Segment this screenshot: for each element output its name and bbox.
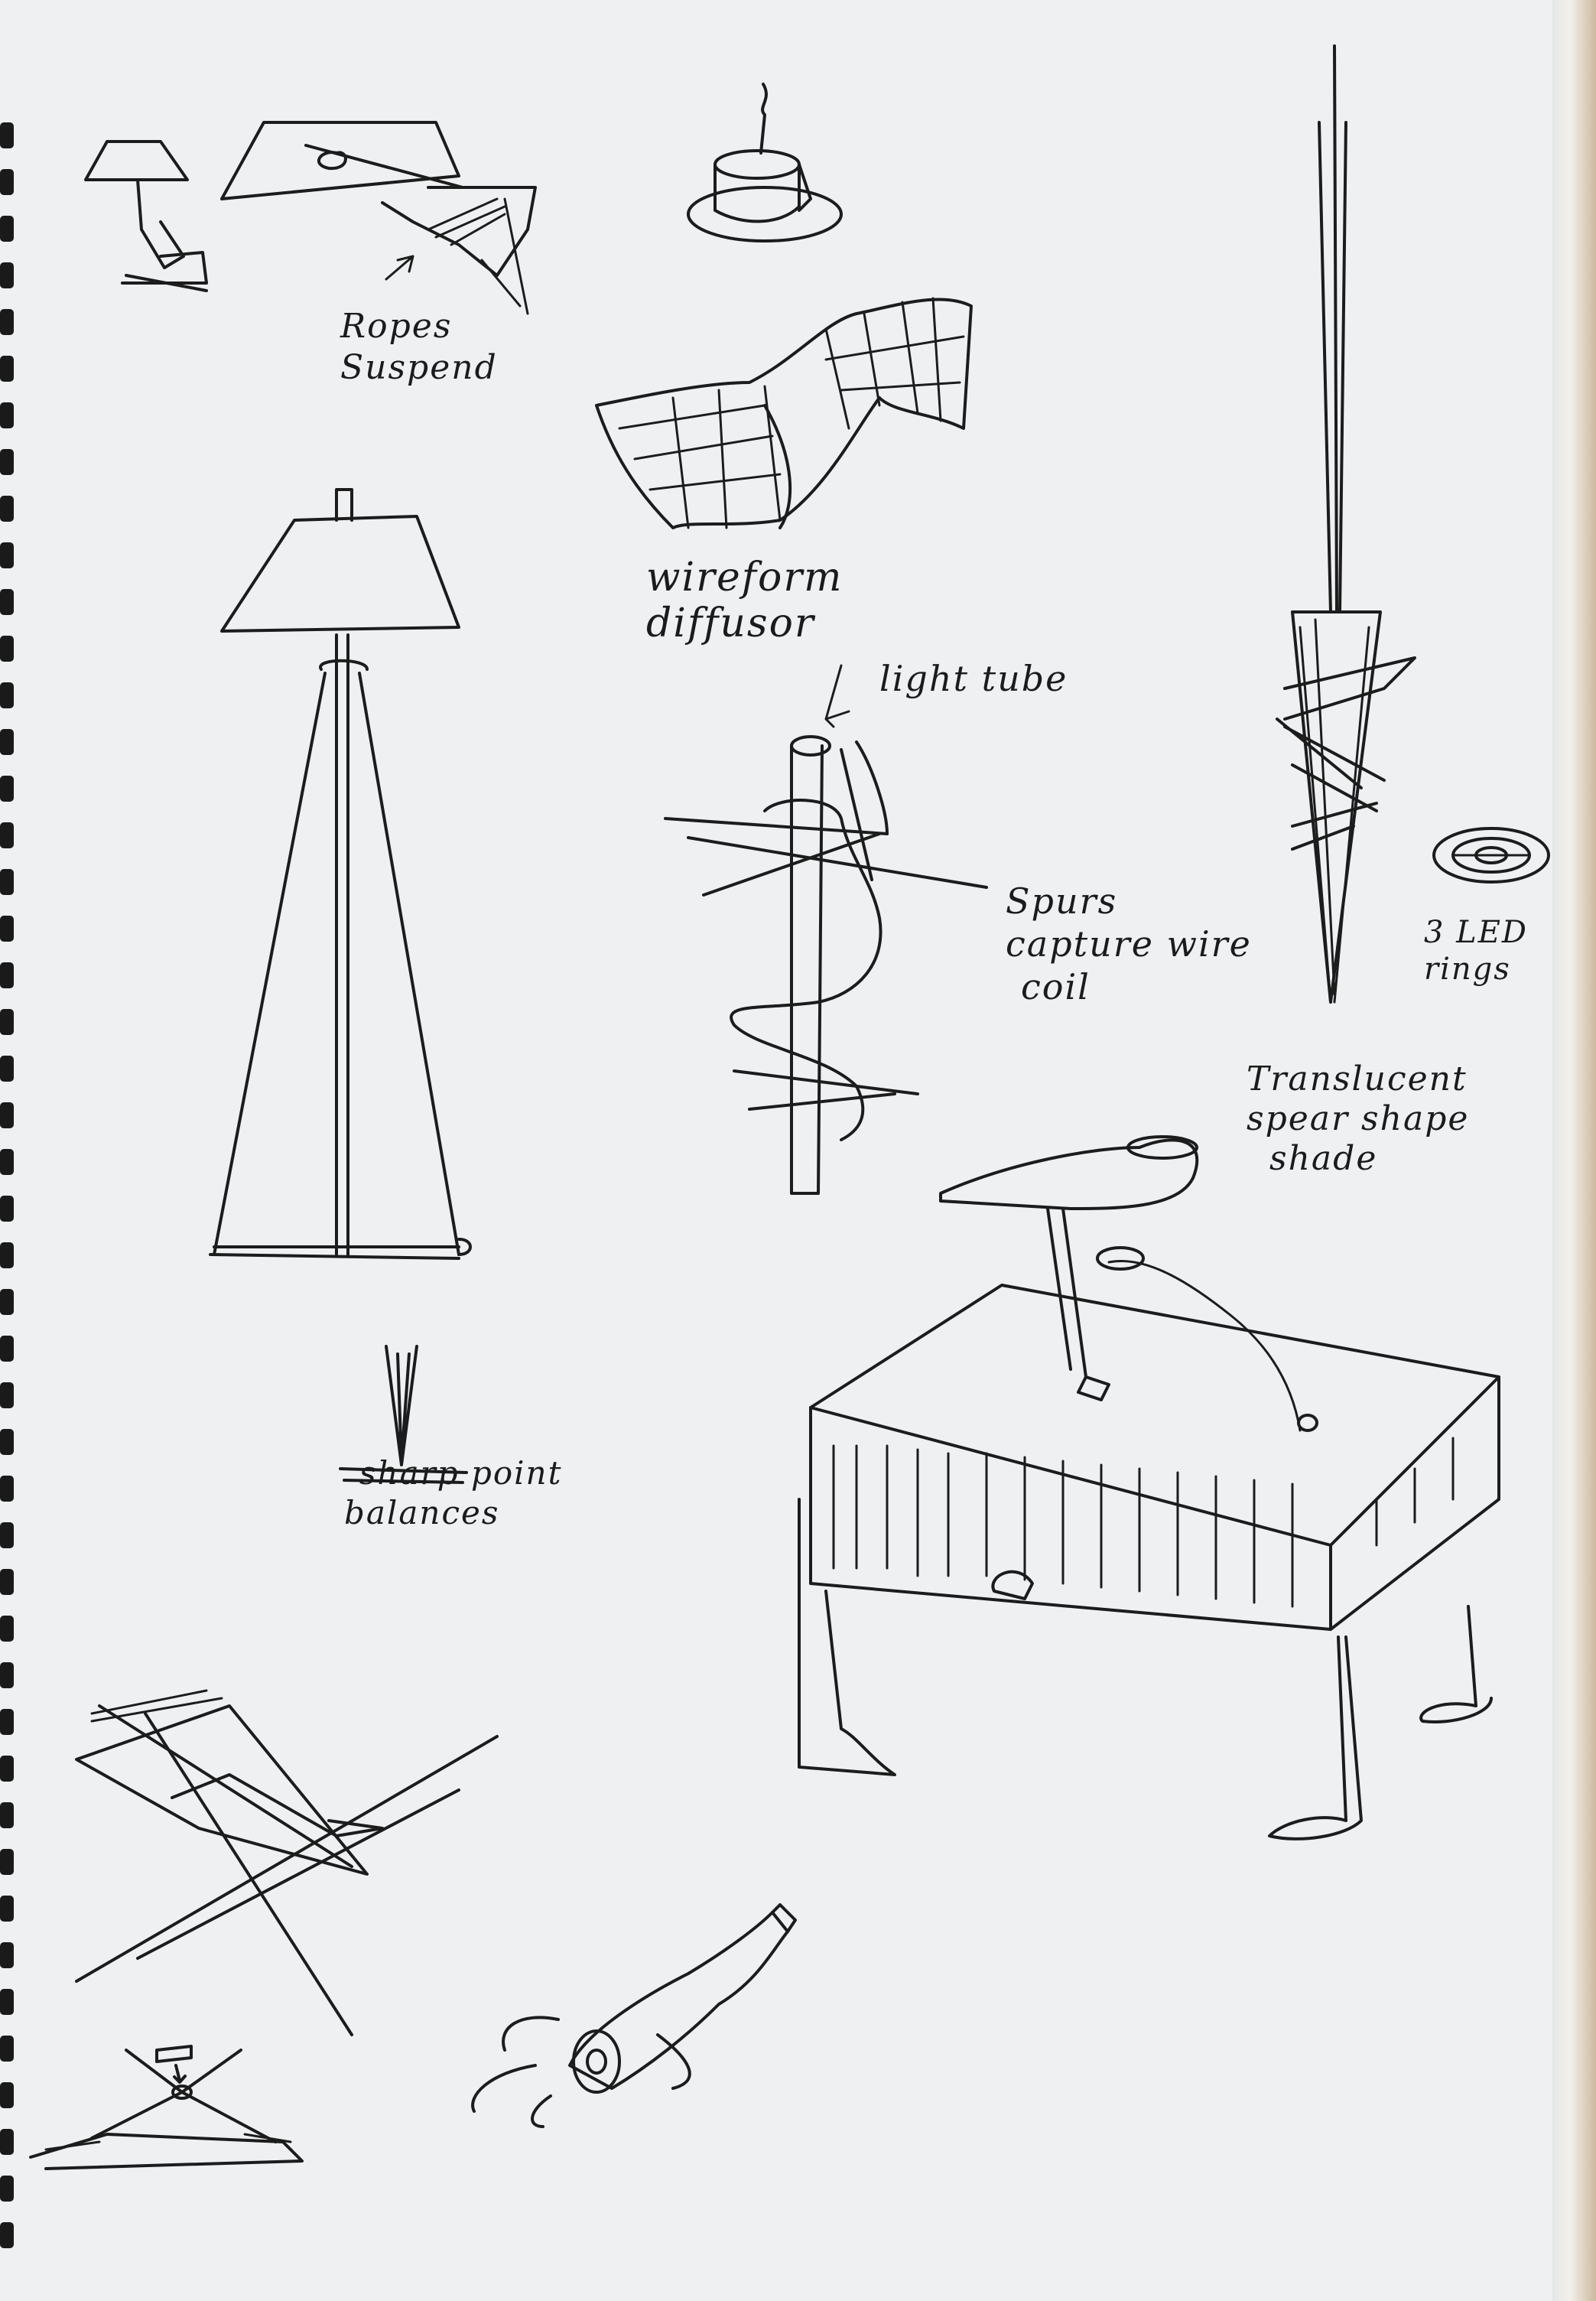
note-line: shade — [1269, 1139, 1469, 1179]
note-line: Spurs — [1006, 880, 1252, 923]
note-line: diffusor — [646, 600, 844, 646]
note-line: rings — [1424, 951, 1528, 988]
note-line: Ropes — [340, 306, 498, 347]
wireform-diffusor-sketch — [596, 298, 971, 528]
note-line: capture wire — [1006, 923, 1252, 965]
note-line: light tube — [879, 658, 1068, 699]
led-ring-sketch — [1434, 828, 1549, 882]
note-sharp-point: sharp point balances — [359, 1453, 563, 1533]
note-wireform: wireform diffusor — [646, 555, 844, 646]
rope-suspended-lamp-sketch — [222, 122, 535, 314]
note-line: spear shape — [1247, 1099, 1469, 1139]
note-line: Translucent — [1247, 1059, 1469, 1099]
folded-plane-sketch — [76, 1691, 497, 2035]
note-line: 3 LED — [1424, 914, 1528, 951]
tripod-floor-lamp-sketch — [210, 490, 470, 1258]
note-line: balances — [344, 1493, 563, 1533]
note-translucent: Translucent spear shape shade — [1247, 1059, 1469, 1179]
note-light-tube: light tube — [879, 658, 1068, 699]
spear-shade-table-sketch — [799, 1137, 1499, 1839]
note-line: sharp point — [359, 1453, 563, 1493]
note-ropes: Ropes Suspend — [340, 306, 498, 389]
note-line: coil — [1021, 965, 1252, 1008]
balance-lamp-sketch — [31, 2046, 302, 2169]
bottle-lamp-sketch — [473, 1905, 795, 2127]
candle-sketch — [688, 84, 841, 241]
note-line: wireform — [646, 555, 844, 600]
light-tube-coil-sketch — [665, 666, 987, 1193]
table-lamp-sketch — [86, 142, 206, 291]
note-spurs: Spurs capture wire coil — [1006, 880, 1252, 1008]
spear-lamp-sketch — [1277, 46, 1415, 1002]
note-line: Suspend — [340, 347, 498, 389]
note-led-rings: 3 LED rings — [1424, 914, 1528, 988]
